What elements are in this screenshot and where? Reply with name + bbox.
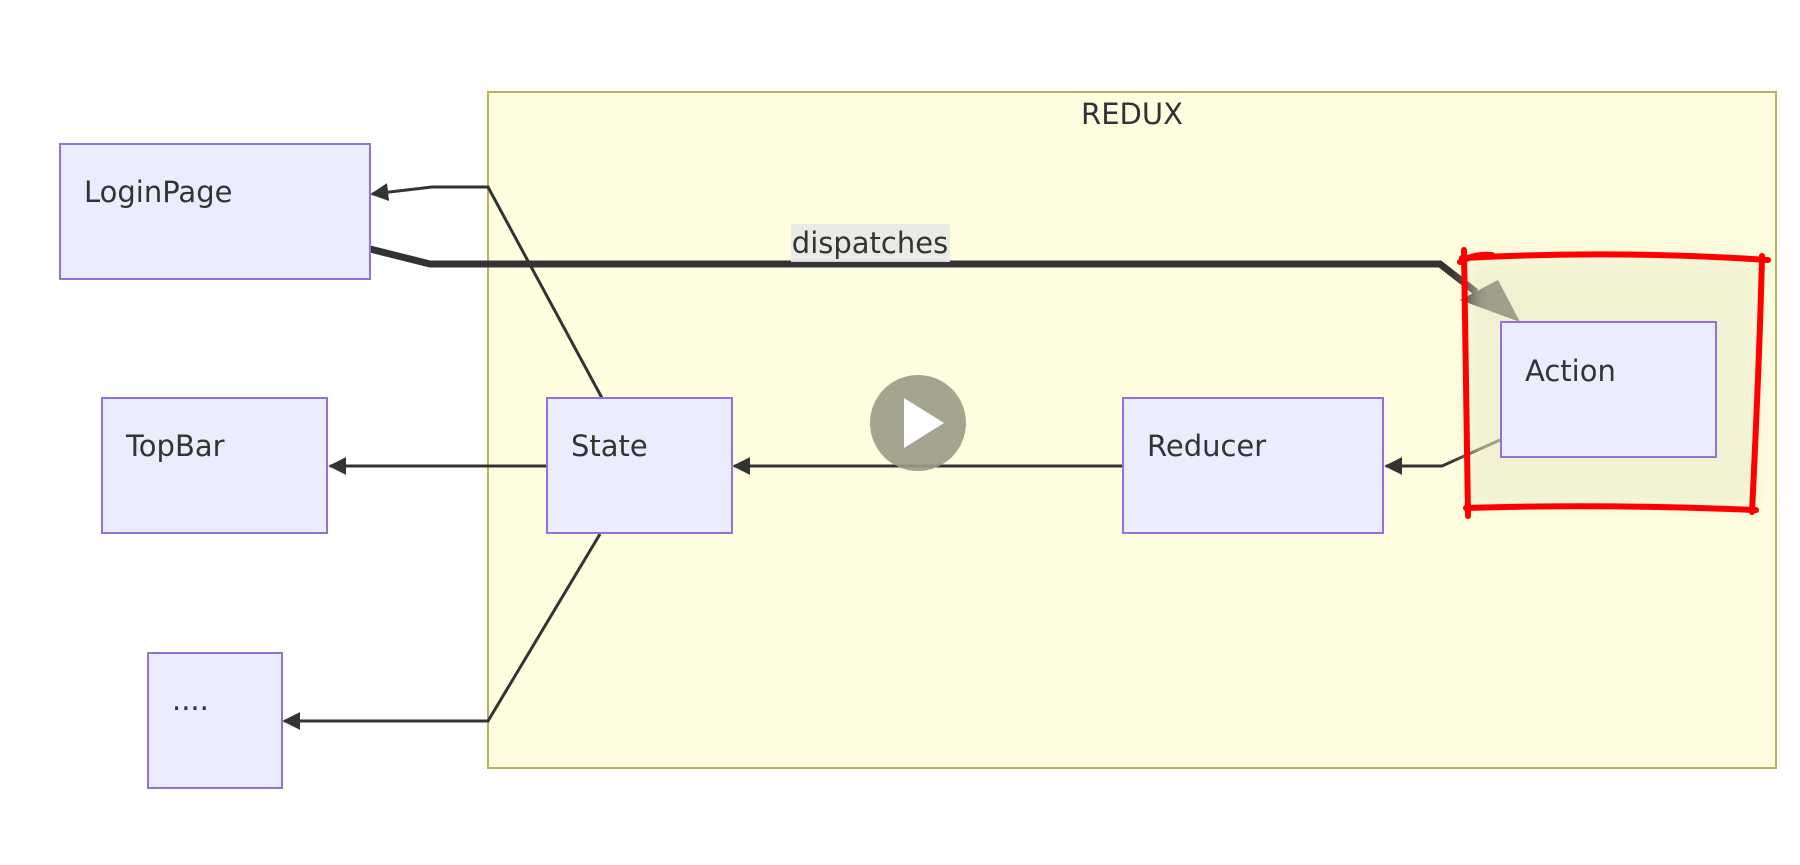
node-action[interactable]: Action (1500, 321, 1717, 458)
node-state[interactable]: State (546, 397, 733, 534)
redux-cluster-label: REDUX (1081, 97, 1183, 131)
node-reducer-box[interactable] (1122, 397, 1384, 534)
node-loginpage-label: LoginPage (84, 175, 232, 209)
video-play-button[interactable] (870, 375, 966, 471)
node-state-label: State (571, 429, 648, 463)
highlight-left-stroke (1461, 247, 1471, 519)
edge-label-dispatches-text: dispatches (792, 226, 948, 260)
highlight-bottom-stroke (1463, 503, 1759, 513)
edge-state-to-loginpage (370, 183, 604, 399)
node-ellipsis-label: .... (172, 683, 209, 717)
action-highlight-annotation (1457, 247, 1771, 519)
node-reducer[interactable]: Reducer (1122, 397, 1384, 534)
node-topbar-label: TopBar (125, 429, 225, 463)
node-topbar[interactable]: TopBar (101, 397, 328, 534)
node-ellipsis[interactable]: .... (147, 652, 283, 789)
edge-label-background (791, 224, 950, 262)
node-action-box[interactable] (1500, 321, 1717, 458)
play-icon (904, 398, 944, 448)
node-reducer-label: Reducer (1147, 429, 1266, 463)
node-loginpage[interactable]: LoginPage (59, 143, 371, 280)
node-ellipsis-box[interactable] (147, 652, 283, 789)
edge-state-to-ellipsis (282, 533, 602, 730)
node-topbar-box[interactable] (101, 397, 328, 534)
highlight-right-stroke (1749, 253, 1765, 515)
highlight-top-overlap (1457, 251, 1495, 265)
node-action-label: Action (1525, 354, 1616, 388)
node-loginpage-box[interactable] (59, 143, 371, 280)
node-state-box[interactable] (546, 397, 733, 534)
edge-label-dispatches: dispatches (791, 224, 950, 262)
edge-loginpage-dispatches-action (369, 245, 1479, 295)
